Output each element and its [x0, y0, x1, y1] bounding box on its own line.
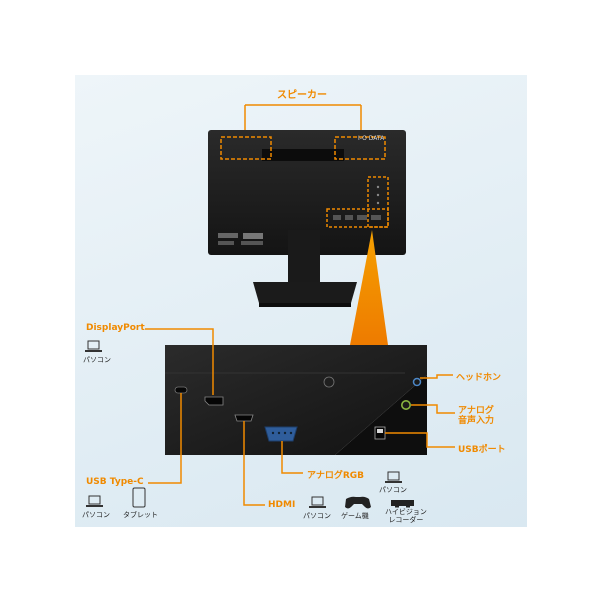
analog-rgb-label: アナログRGB [307, 471, 364, 481]
connection-diagram [85, 104, 455, 509]
analog-audio-line1: アナログ [458, 406, 494, 416]
usbc-device-tablet: タブレット [123, 511, 158, 519]
tablet-icon [132, 487, 146, 508]
monitor-back [208, 130, 406, 255]
displayport-device-pc: パソコン [83, 356, 111, 364]
laptop-icon [385, 471, 402, 483]
laptop-icon [85, 340, 102, 352]
zoom-cone [350, 230, 388, 345]
monitor-stand [253, 230, 357, 307]
hdmi-device-pc: パソコン [303, 512, 331, 520]
analog-audio-line2: 音声入力 [458, 416, 495, 426]
gamepad-icon [345, 496, 371, 509]
usbc-device-pc: パソコン [82, 511, 110, 519]
port-closeup [165, 345, 427, 455]
analog-rgb-device-pc: パソコン [379, 486, 407, 494]
usb-typec-label: USB Type-C [86, 477, 144, 487]
laptop-icon [309, 496, 326, 508]
usb-port-label: USBポート [458, 445, 506, 455]
monitor-brand: I-O DATA [358, 135, 385, 142]
displayport-label: DisplayPort [86, 323, 145, 333]
leader-lines [145, 328, 455, 506]
hdmi-label: HDMI [268, 500, 296, 510]
speaker-label: スピーカー [277, 90, 327, 101]
hdmi-device-game: ゲーム機 [341, 512, 369, 520]
recorder-icon [391, 500, 414, 508]
analog-audio-label: アナログ 音声入力 [458, 406, 494, 426]
laptop-icon [86, 495, 103, 507]
recorder-line1: ハイビジョン [385, 508, 427, 516]
product-panel: スピーカー I-O DATA DisplayPort パソコン USB Type… [75, 75, 527, 527]
recorder-line2: レコーダー [388, 516, 424, 524]
hdmi-device-recorder: ハイビジョン レコーダー [385, 508, 427, 524]
headphone-label: ヘッドホン [456, 373, 502, 383]
